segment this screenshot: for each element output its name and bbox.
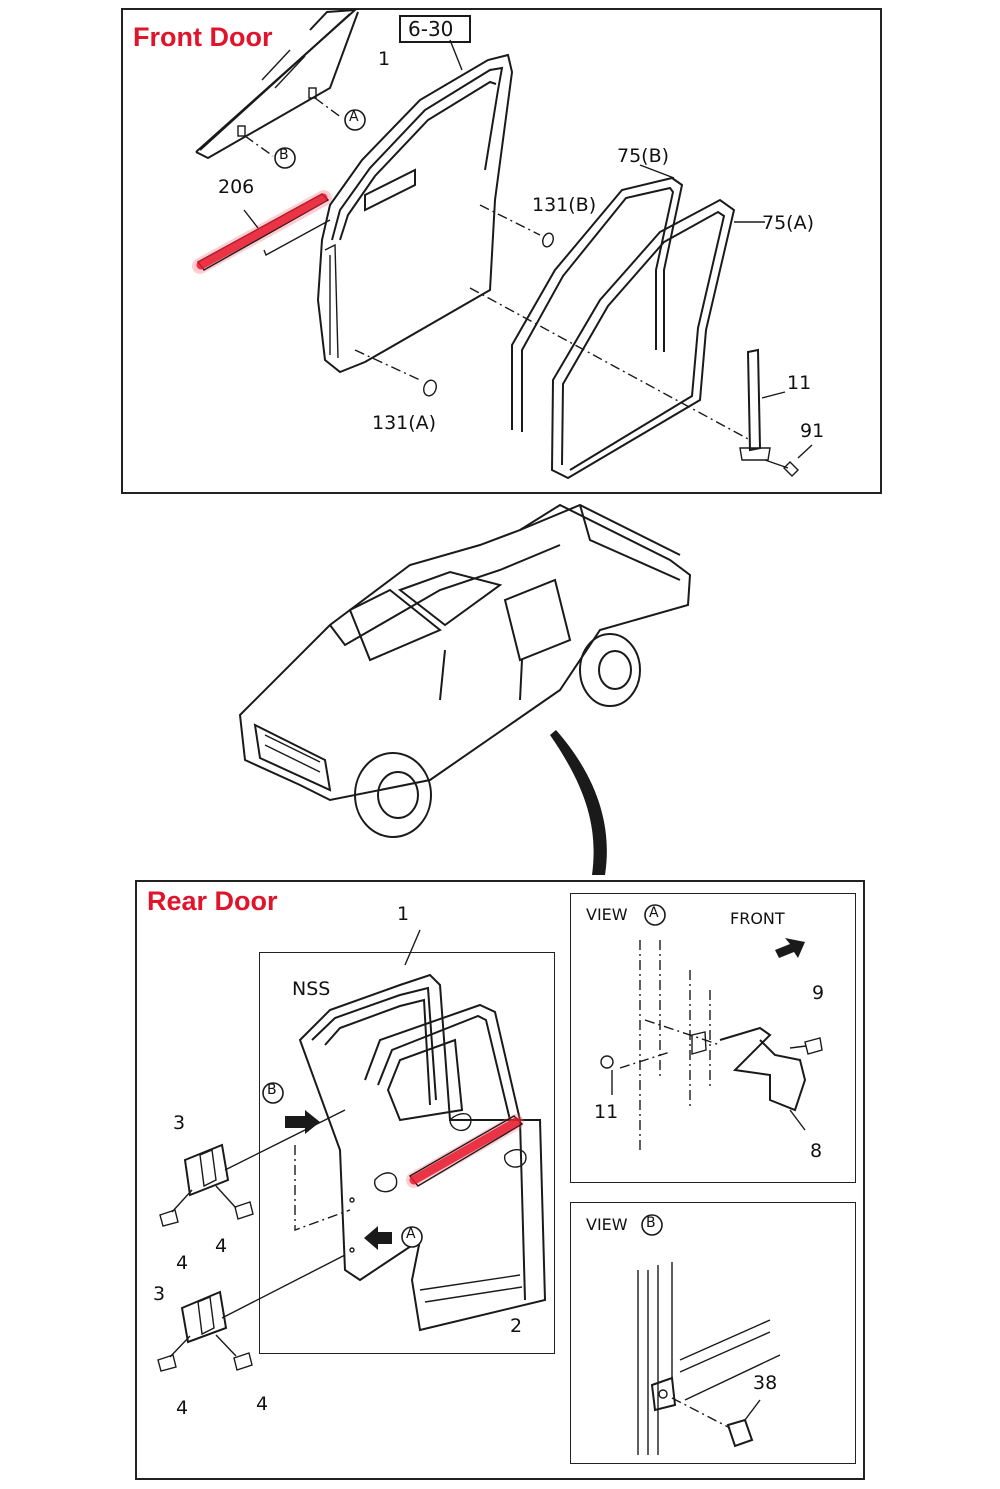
view-a-bolt-label: 9	[812, 982, 825, 1004]
front-channel-label: 11	[787, 372, 812, 394]
rear-hinges	[157, 1109, 392, 1372]
front-marker-b-circle	[274, 147, 296, 169]
front-door-title: Front Door	[133, 22, 273, 52]
rear-marker-b: B	[267, 1082, 277, 1098]
front-ref-label: 6-30	[408, 17, 454, 41]
front-weatherstrips	[511, 164, 765, 480]
front-marker-b: B	[279, 147, 289, 163]
rear-bolt-4-label: 4	[256, 1393, 269, 1415]
rear-marker-a-circle	[401, 1226, 423, 1248]
pickup-truck	[238, 503, 692, 875]
view-b-drawing	[637, 1262, 781, 1455]
front-marker-a-circle	[344, 109, 366, 131]
view-b-marker: B	[646, 1215, 656, 1231]
view-a-panel	[570, 893, 856, 1183]
rear-moulding-highlight	[406, 1114, 524, 1188]
rear-door-shell	[298, 929, 547, 1332]
view-b-marker-circle	[641, 1214, 663, 1236]
rear-nss-label: NSS	[292, 978, 331, 1000]
rear-marker-b-circle	[262, 1082, 284, 1104]
view-b-plug-label: 38	[753, 1372, 778, 1394]
rear-door-title: Rear Door	[147, 886, 278, 916]
front-weatherstrip-a-label: 75(A)	[762, 212, 814, 234]
rear-bolt-3-label: 4	[176, 1397, 189, 1419]
front-screw-label: 91	[800, 420, 825, 442]
rear-hinge-lower-label: 3	[153, 1283, 166, 1305]
front-plug-a-label: 131(A)	[372, 412, 437, 434]
front-glass	[195, 8, 359, 160]
ref-box	[399, 15, 471, 43]
front-glass-label: 1	[378, 48, 391, 70]
view-a-marker: A	[649, 905, 659, 921]
view-b-title: VIEW	[586, 1215, 628, 1234]
front-channel-11	[739, 348, 813, 477]
view-a-drawing	[600, 938, 823, 1150]
front-door-panel	[121, 8, 882, 494]
rear-hinge-upper-label: 3	[173, 1112, 186, 1134]
rear-panel-label: 2	[510, 1315, 523, 1337]
view-a-nut-label: 11	[594, 1101, 619, 1123]
front-weatherstrip-b-label: 75(B)	[617, 145, 670, 167]
view-a-checker-label: 8	[810, 1140, 823, 1162]
front-plug-b-label: 131(B)	[532, 194, 597, 216]
view-a-marker-circle	[644, 904, 666, 926]
front-moulding-206	[192, 190, 332, 274]
rear-marker-a: A	[406, 1226, 416, 1242]
front-marker-a: A	[349, 109, 359, 125]
view-a-title: VIEW	[586, 905, 628, 924]
rear-assembly-label: 1	[397, 903, 410, 925]
rear-bolt-2-label: 4	[215, 1235, 228, 1257]
front-door-shell	[316, 39, 751, 441]
front-moulding-label: 206	[218, 176, 255, 198]
view-a-front-label: FRONT	[730, 909, 785, 928]
rear-bolt-1-label: 4	[176, 1252, 189, 1274]
view-b-panel	[570, 1202, 856, 1464]
